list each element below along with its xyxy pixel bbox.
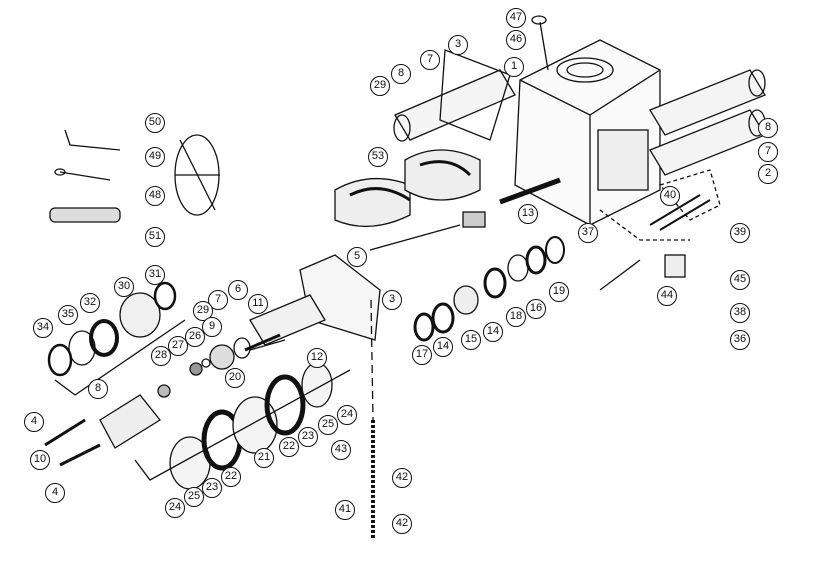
callout-3: 3 (448, 35, 468, 55)
callout-44: 44 (657, 286, 677, 306)
callout-42: 42 (392, 468, 412, 488)
callout-28: 28 (151, 346, 171, 366)
seals-right (413, 236, 565, 342)
callout-18: 18 (506, 307, 526, 327)
callout-8: 8 (391, 64, 411, 84)
callout-46: 46 (506, 30, 526, 50)
tools (49, 129, 121, 223)
callout-24: 24 (337, 405, 357, 425)
callout-47: 47 (506, 8, 526, 28)
callout-7: 7 (208, 290, 228, 310)
callout-3: 3 (382, 290, 402, 310)
callout-13: 13 (518, 204, 538, 224)
callout-2: 2 (758, 164, 778, 184)
callout-8: 8 (88, 379, 108, 399)
callout-22: 22 (221, 467, 241, 487)
callout-51: 51 (145, 227, 165, 247)
callout-40: 40 (660, 186, 680, 206)
rod-13 (462, 177, 561, 228)
piston-parts (169, 362, 333, 490)
callout-24: 24 (165, 498, 185, 518)
callout-15: 15 (461, 330, 481, 350)
housing-8 (44, 394, 161, 467)
callout-25: 25 (318, 415, 338, 435)
callout-32: 32 (80, 293, 100, 313)
callout-6: 6 (228, 280, 248, 300)
callout-23: 23 (202, 478, 222, 498)
callout-38: 38 (730, 303, 750, 323)
callout-30: 30 (114, 277, 134, 297)
bolt-47 (531, 15, 549, 71)
callout-4: 4 (45, 483, 65, 503)
callout-5: 5 (347, 247, 367, 267)
callout-22: 22 (279, 437, 299, 457)
callout-20: 20 (225, 368, 245, 388)
callout-11: 11 (248, 294, 268, 314)
callout-1: 1 (504, 57, 524, 77)
callout-19: 19 (549, 282, 569, 302)
seals-left (47, 281, 177, 377)
callout-7: 7 (420, 50, 440, 70)
handwheel-50 (174, 134, 220, 216)
callout-7: 7 (758, 142, 778, 162)
bonnet-5 (249, 254, 381, 346)
callout-35: 35 (58, 305, 78, 325)
callout-8: 8 (758, 118, 778, 138)
callout-29: 29 (193, 301, 213, 321)
callout-31: 31 (145, 265, 165, 285)
callout-50: 50 (145, 113, 165, 133)
lock-parts (599, 169, 721, 278)
callout-39: 39 (730, 223, 750, 243)
ram-blocks-53 (334, 149, 481, 228)
callout-41: 41 (335, 500, 355, 520)
callout-37: 37 (578, 223, 598, 243)
callout-4: 4 (24, 412, 44, 432)
callout-53: 53 (368, 147, 388, 167)
callout-21: 21 (254, 448, 274, 468)
spring-stack (370, 299, 375, 540)
callout-45: 45 (730, 270, 750, 290)
callout-43: 43 (331, 440, 351, 460)
callout-25: 25 (184, 487, 204, 507)
callout-27: 27 (168, 336, 188, 356)
callout-42: 42 (392, 514, 412, 534)
callout-14: 14 (483, 322, 503, 342)
callout-10: 10 (30, 450, 50, 470)
small-parts (157, 333, 281, 398)
callout-29: 29 (370, 76, 390, 96)
callout-23: 23 (298, 427, 318, 447)
callout-48: 48 (145, 186, 165, 206)
callout-14: 14 (433, 337, 453, 357)
main-body (514, 39, 661, 226)
callout-17: 17 (412, 345, 432, 365)
callout-16: 16 (526, 299, 546, 319)
operator-cylinders (393, 49, 766, 176)
callout-36: 36 (730, 330, 750, 350)
bracket-lines (54, 224, 641, 481)
callout-34: 34 (33, 318, 53, 338)
callout-26: 26 (185, 327, 205, 347)
callout-9: 9 (202, 317, 222, 337)
callout-12: 12 (307, 348, 327, 368)
callout-49: 49 (145, 147, 165, 167)
